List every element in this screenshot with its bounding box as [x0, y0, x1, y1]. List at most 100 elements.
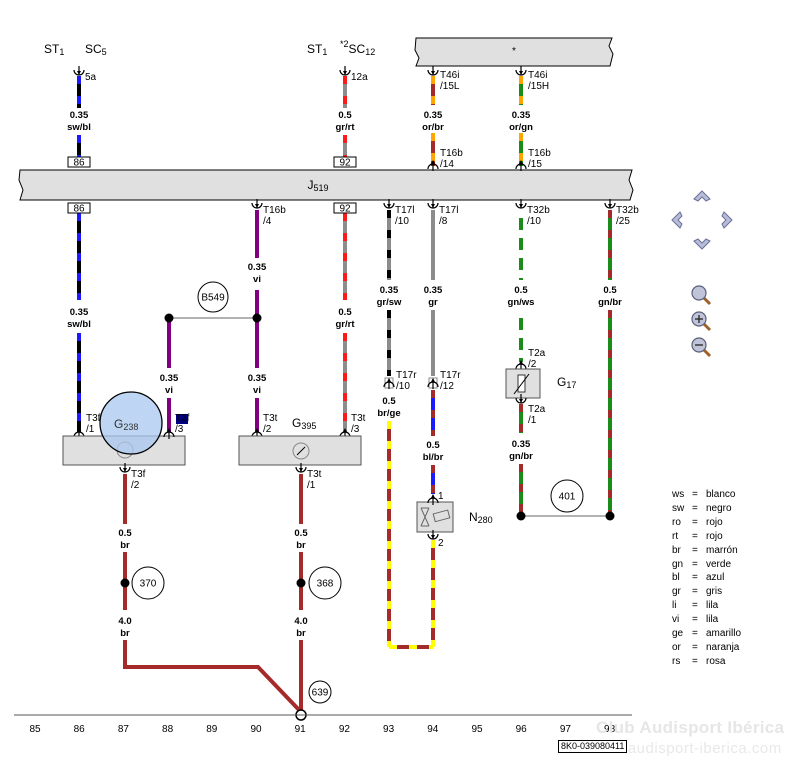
component-n280-label: N280 [469, 510, 493, 525]
legend-code: br [672, 544, 681, 556]
legend-color-name: rosa [706, 655, 726, 667]
wire-90-low-color: vi [253, 385, 261, 396]
wire-92-top-size: 0.5 [338, 110, 352, 121]
overlay-layer: 0.35sw/bl5a860.5gr/rt12a920.35or/brT46i/… [62, 66, 639, 721]
legend-equals: = [692, 641, 698, 653]
legend-code: li [672, 600, 677, 612]
zoom-out-icon[interactable] [690, 336, 716, 362]
wire-93-low-color: br/ge [377, 408, 400, 419]
g17-arrow [513, 373, 530, 395]
junction-401-left [516, 511, 526, 521]
connector-arrow [519, 71, 523, 75]
pan-left-icon[interactable] [671, 211, 683, 229]
wire-93-low-size: 0.5 [382, 396, 396, 407]
pin-92-top-number: 92 [339, 158, 351, 169]
legend-row-rt: rt=rojo [672, 530, 741, 544]
zoom-in-icon[interactable] [690, 310, 716, 336]
n280-pin2: 2 [438, 538, 444, 549]
legend-row-bl: bl=azul [672, 571, 741, 585]
component-g17-label: G17 [557, 375, 576, 390]
junction-370 [120, 578, 130, 588]
legend-equals: = [692, 489, 698, 500]
watermark-title: Club Audisport Ibérica [596, 718, 785, 737]
legend-color-name: lila [706, 600, 719, 612]
junction-b549-left [164, 313, 174, 323]
connector-t16b-14: T16b/14 [440, 148, 463, 170]
splice-639-label: 639 [312, 688, 329, 699]
module-j519[interactable] [18, 169, 634, 201]
connector-t16b-15: T16b/15 [528, 148, 551, 170]
pan-up-icon[interactable] [693, 190, 711, 202]
wire-90-mid-color: vi [253, 274, 261, 285]
splice-b549-label: B549 [201, 293, 225, 304]
pin-92-bottom-number: 92 [339, 204, 351, 215]
legend-code: bl [672, 572, 680, 584]
legend-equals: = [692, 614, 698, 626]
track-96: 96 [516, 724, 528, 735]
label-st1-b: ST1 [307, 42, 327, 57]
pan-controls [671, 190, 733, 250]
pan-right-icon[interactable] [721, 211, 733, 229]
wire-93-color: gr/sw [377, 297, 402, 308]
wire-86-top-size: 0.35 [70, 110, 89, 121]
splice-370 [131, 566, 165, 600]
connector-arrow [343, 428, 347, 432]
connector-t17r-12: T17r/12 [440, 370, 461, 392]
legend-color-name: amarillo [706, 628, 742, 640]
legend-code: ws [672, 489, 685, 500]
connector-arrow [519, 204, 523, 208]
zoom-fit-icon[interactable] [690, 284, 716, 310]
wire-96-low-size: 0.35 [512, 439, 531, 450]
wire-96-size: 0.5 [514, 285, 528, 296]
wire-86-bot-size: 0.35 [70, 307, 89, 318]
wire-87-mid-size: 0.5 [118, 528, 132, 539]
connector-arrow [387, 378, 391, 382]
legend-code: rs [672, 655, 681, 667]
wire-94-top-size: 0.35 [424, 110, 443, 121]
legend-row-gn: gn=verde [672, 558, 741, 572]
legend-row-li: li=lila [672, 599, 741, 613]
track-93: 93 [383, 724, 395, 735]
track-85: 85 [29, 724, 41, 735]
legend-row-ge: ge=amarillo [672, 627, 741, 641]
top-unit-box [414, 37, 614, 67]
legend-color-name: lila [706, 614, 719, 626]
connector-t17l-10: T17l/10 [395, 205, 414, 227]
splice-639 [308, 680, 332, 704]
legend-row-rs: rs=rosa [672, 655, 741, 669]
wire-96-top-size: 0.35 [512, 110, 531, 121]
splice-370-label: 370 [140, 579, 157, 590]
junction-368 [296, 578, 306, 588]
track-86: 86 [74, 724, 86, 735]
legend-row-br: br=marrón [672, 544, 741, 558]
legend-row-ro: ro=rojo [672, 516, 741, 530]
wire-91-mid-color: br [296, 540, 306, 551]
pin-92-bottom-box [333, 202, 357, 214]
connector-t46i-15l: T46i/15L [440, 70, 460, 92]
valve-symbol [420, 507, 430, 527]
legend-color-name: gris [706, 586, 723, 598]
track-94: 94 [427, 724, 439, 735]
connector-t16b-4: T16b/4 [263, 205, 286, 227]
wire-88-color: vi [165, 385, 173, 396]
wire-87-mid-color: br [120, 540, 130, 551]
wire-96-color: gn/ws [508, 297, 535, 308]
connector-t3t-2: T3t/2 [263, 413, 278, 435]
wire-91-mid-size: 0.5 [294, 528, 308, 539]
wire-93-size: 0.35 [380, 285, 399, 296]
connector-t3t-1: T3t/1 [307, 469, 322, 491]
legend-color-name: naranja [706, 641, 740, 653]
connector-t32b-10: T32b/10 [527, 205, 550, 227]
wire-94-top-color: or/br [422, 122, 444, 133]
connector-t2a-2: T2a/2 [528, 348, 546, 370]
wire-94-size: 0.35 [424, 285, 443, 296]
legend-code: vi [672, 614, 680, 626]
legend-code: sw [672, 502, 685, 514]
pan-down-icon[interactable] [693, 238, 711, 250]
pin-92-top-box [333, 156, 357, 168]
wire-96-low-color: gn/br [509, 451, 533, 462]
legend-equals: = [692, 516, 698, 528]
wire-90-mid-size: 0.35 [248, 262, 267, 273]
g395-sensor-symbol [292, 442, 310, 460]
